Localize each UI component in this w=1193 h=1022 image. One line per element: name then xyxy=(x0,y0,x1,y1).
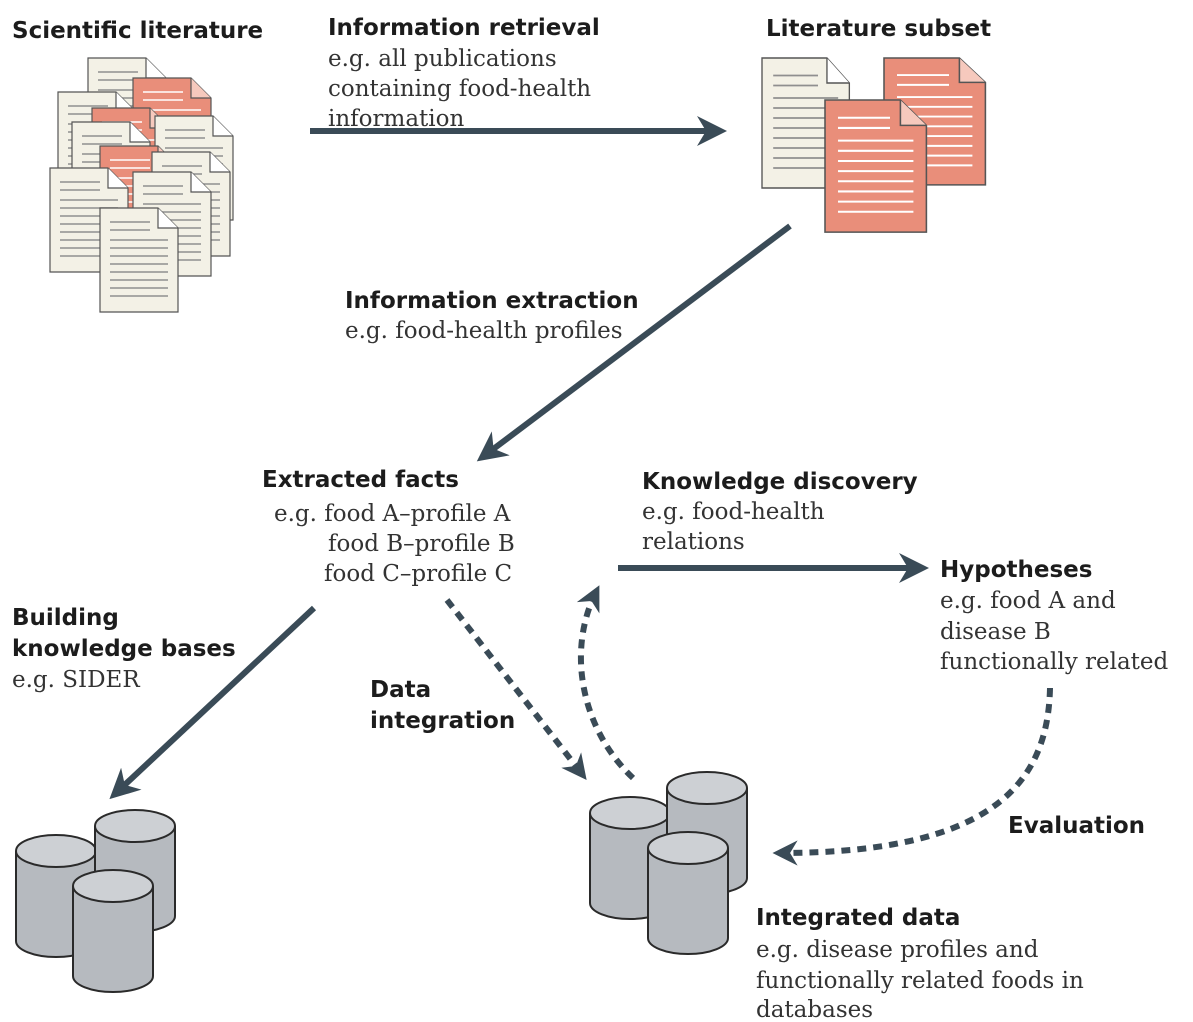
building-knowledge-bases-line: e.g. SIDER xyxy=(12,667,140,693)
literature-subset-title: Literature subset xyxy=(766,16,991,42)
building-knowledge-bases-title: Building xyxy=(12,605,119,631)
integrated-data-database-icon xyxy=(589,771,748,955)
integrated-data-line: e.g. disease profiles and xyxy=(756,937,1039,963)
scientific-literature-title: Scientific literature xyxy=(12,18,263,44)
integrated-data-title: Integrated data xyxy=(756,905,960,931)
knowledge-discovery-line: e.g. food-health xyxy=(642,499,825,525)
extracted-facts-line: food B–profile B xyxy=(328,531,515,557)
document-pile-icon xyxy=(49,57,234,313)
knowledge-discovery-line: relations xyxy=(642,529,745,555)
information-retrieval-line: containing food-health xyxy=(328,76,591,102)
literature-subset-icon xyxy=(761,56,987,234)
integrated-data-to-discovery-arrow xyxy=(576,585,636,781)
hypotheses-title: Hypotheses xyxy=(940,557,1092,583)
knowledge-bases-database-icon xyxy=(15,809,176,993)
building-knowledge-bases-title: knowledge bases xyxy=(12,636,236,662)
information-extraction-arrow xyxy=(476,223,792,462)
hypotheses-line: disease B xyxy=(940,619,1051,645)
data-integration-title: integration xyxy=(370,708,515,734)
hypotheses-line: e.g. food A and xyxy=(940,588,1116,614)
information-extraction-title: Information extraction xyxy=(345,288,639,314)
knowledge-discovery-title: Knowledge discovery xyxy=(642,469,918,495)
extracted-facts-line: e.g. food A–profile A xyxy=(274,501,511,527)
information-retrieval-title: Information retrieval xyxy=(328,15,600,41)
integrated-data-line: databases xyxy=(756,997,873,1022)
data-integration-title: Data xyxy=(370,677,431,703)
information-extraction-line: e.g. food-health profiles xyxy=(345,318,623,344)
extracted-facts-title: Extracted facts xyxy=(262,467,459,493)
extracted-facts-line: food C–profile C xyxy=(324,561,512,587)
information-retrieval-line: e.g. all publications xyxy=(328,46,557,72)
data-integration-arrow xyxy=(444,598,587,780)
hypotheses-line: functionally related xyxy=(940,649,1169,675)
information-retrieval-line: information xyxy=(328,106,464,132)
integrated-data-line: functionally related foods in xyxy=(756,968,1084,994)
evaluation-title: Evaluation xyxy=(1008,813,1145,839)
evaluation-arrow xyxy=(772,687,1053,866)
building-knowledge-bases-arrow xyxy=(109,605,317,800)
